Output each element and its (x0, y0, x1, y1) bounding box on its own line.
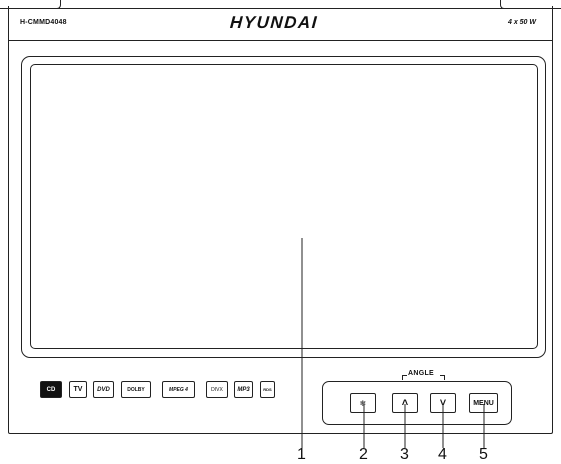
control-panel (322, 381, 512, 425)
header-divider (8, 40, 553, 41)
rds-logo-text: RDS (263, 387, 272, 392)
callout-3: 3 (400, 446, 409, 463)
screen-bezel (21, 56, 546, 358)
tv-logo: TV (69, 381, 87, 398)
display-screen (30, 64, 538, 349)
cd-logo-text: CD (46, 386, 56, 393)
cd-logo: CD (40, 381, 62, 398)
callout-5: 5 (479, 446, 488, 463)
dvd-logo: DVD (93, 381, 114, 398)
device-top-edge (8, 8, 553, 9)
angle-label: ANGLE (408, 370, 434, 377)
divx-logo-text: DIVX (211, 386, 223, 393)
callout-1: 1 (297, 446, 306, 463)
mode-button[interactable]: ❄ (350, 393, 376, 413)
angle-bracket-left (402, 375, 407, 380)
model-number: H-CMMD4048 (20, 19, 67, 26)
dolby-logo: DOLBY (121, 381, 151, 398)
arrow-up-icon: ˄ (401, 397, 409, 409)
divx-logo: DIVX (206, 381, 228, 398)
mp3-logo-text: MP3 (237, 386, 250, 393)
callout-2: 2 (359, 446, 368, 463)
menu-button-label: MENU (473, 399, 494, 407)
power-rating: 4 x 50 W (507, 19, 536, 26)
tv-logo-text: TV (73, 386, 83, 393)
angle-bracket-right (440, 375, 445, 380)
mpeg4-logo: MPEG 4 (162, 381, 195, 398)
rds-logo: RDS (260, 381, 275, 398)
device-body (8, 6, 553, 434)
mp3-logo: MP3 (234, 381, 253, 398)
callout-4: 4 (438, 446, 447, 463)
arrow-down-icon: ˅ (439, 397, 447, 409)
dvd-logo-text: DVD (97, 386, 110, 393)
mode-icon: ❄ (359, 398, 367, 408)
mpeg4-logo-text: MPEG 4 (169, 386, 188, 393)
dolby-logo-text: DOLBY (127, 386, 145, 393)
